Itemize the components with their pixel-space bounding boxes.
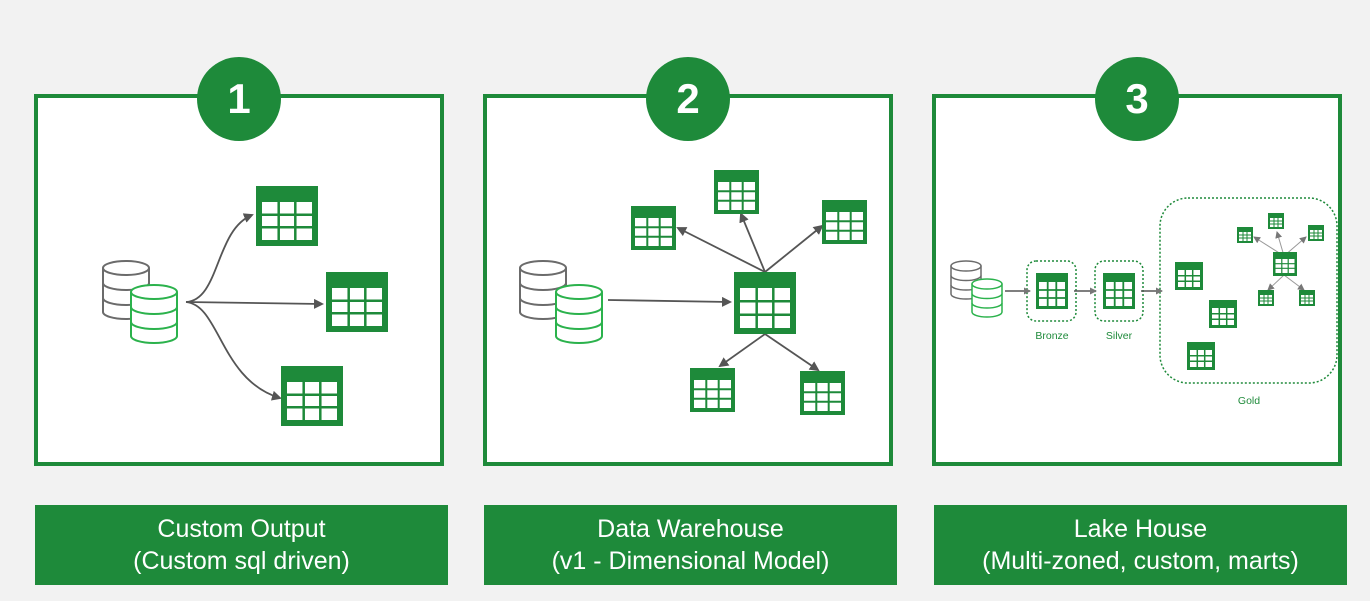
bronze-label: Bronze xyxy=(1035,330,1068,342)
caption-lake-house: Lake House (Multi-zoned, custom, marts) xyxy=(934,505,1347,585)
database-icon xyxy=(971,278,1003,318)
step-number-badge: 2 xyxy=(646,57,730,141)
table-icon xyxy=(256,186,318,246)
arrow-icon xyxy=(607,212,824,372)
step-number-badge: 3 xyxy=(1095,57,1179,141)
table-icon xyxy=(1103,273,1135,309)
caption-subtitle: (Custom sql driven) xyxy=(133,547,350,575)
table-icon xyxy=(281,366,343,426)
caption-title: Data Warehouse xyxy=(597,515,784,543)
table-icon xyxy=(714,170,759,214)
caption-data-warehouse: Data Warehouse (v1 - Dimensional Model) xyxy=(484,505,897,585)
caption-custom-output: Custom Output (Custom sql driven) xyxy=(35,505,448,585)
table-icon xyxy=(1187,342,1215,370)
caption-title: Custom Output xyxy=(157,515,326,543)
table-icon xyxy=(1273,252,1297,276)
table-icon xyxy=(326,272,388,332)
caption-subtitle: (v1 - Dimensional Model) xyxy=(551,547,830,575)
table-icon xyxy=(1308,225,1324,241)
table-icon xyxy=(800,371,845,415)
caption-subtitle: (Multi-zoned, custom, marts) xyxy=(982,547,1299,575)
silver-label: Silver xyxy=(1106,330,1133,342)
table-icon xyxy=(822,200,867,244)
panel-lake-house xyxy=(932,94,1342,466)
panel-1-diagram xyxy=(102,186,388,426)
gold-zone xyxy=(1159,197,1338,384)
table-icon xyxy=(1237,227,1253,243)
database-icon xyxy=(130,284,178,344)
table-icon xyxy=(734,272,796,334)
table-icon xyxy=(1209,300,1237,328)
table-icon xyxy=(1258,290,1274,306)
database-icon xyxy=(555,284,603,344)
table-icon xyxy=(1299,290,1315,306)
caption-title: Lake House xyxy=(1073,515,1208,543)
table-icon xyxy=(690,368,735,412)
table-icon xyxy=(1268,213,1284,229)
panel-2-diagram xyxy=(519,170,867,415)
table-icon xyxy=(1036,273,1068,309)
arrow-icon xyxy=(185,213,324,401)
bronze-zone xyxy=(1026,260,1077,322)
table-icon xyxy=(1175,262,1203,290)
panel-3-diagram: Bronze Silver Gold xyxy=(950,197,1338,407)
gold-label: Gold xyxy=(1238,395,1260,407)
table-icon xyxy=(631,206,676,250)
step-number-badge: 1 xyxy=(197,57,281,141)
